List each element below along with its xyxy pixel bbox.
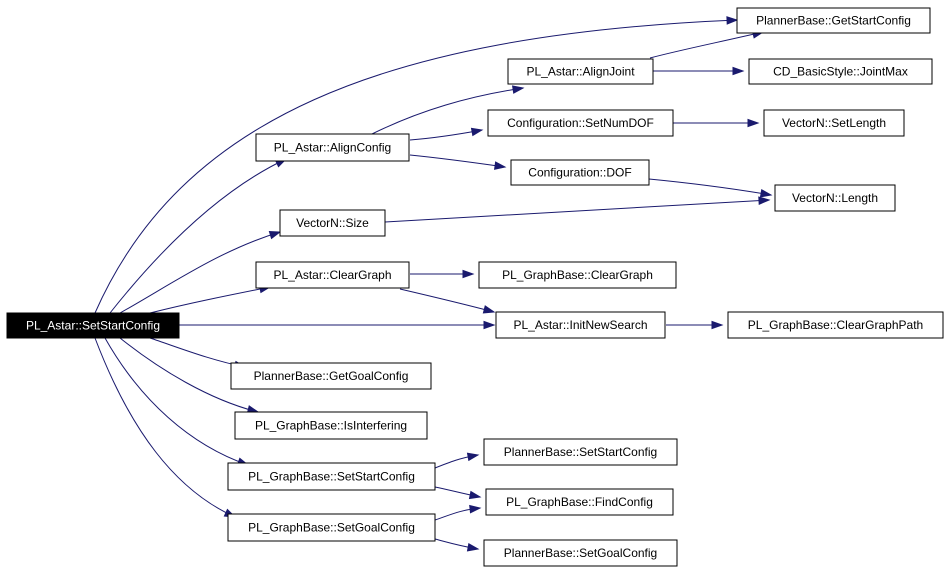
node-getstartconfig[interactable]: PlannerBase::GetStartConfig: [736, 7, 931, 34]
node-alignjoint[interactable]: PL_Astar::AlignJoint: [507, 58, 654, 85]
arrowhead-setstartconfig-initnewsearch: [483, 320, 496, 330]
arrowhead-alignconfig-dof: [494, 161, 507, 170]
node-cleargraph_astar[interactable]: PL_Astar::ClearGraph: [255, 261, 410, 289]
node-label: PlannerBase::SetStartConfig: [504, 445, 657, 459]
edge-setstartconfig-alignconfig: [109, 158, 287, 314]
node-cleargraph_base[interactable]: PL_GraphBase::ClearGraph: [478, 261, 677, 289]
node-label: PL_GraphBase::FindConfig: [506, 495, 653, 509]
arrowhead-gb_setstartconfig-findconfig: [468, 490, 482, 500]
node-label: PL_GraphBase::ClearGraphPath: [748, 318, 923, 332]
node-label: PlannerBase::GetStartConfig: [756, 14, 911, 28]
arrowhead-cleargraph_astar-cleargraph_base: [462, 269, 475, 279]
node-label: VectorN::Length: [792, 191, 878, 205]
arrowhead-alignconfig-setnumdof: [470, 127, 484, 137]
node-pb_setstartconfig[interactable]: PlannerBase::SetStartConfig: [483, 438, 678, 466]
edge-setstartconfig-gb_setgoalconfig: [94, 337, 236, 518]
node-getgoalconfig[interactable]: PlannerBase::GetGoalConfig: [230, 362, 432, 390]
node-label: PL_GraphBase::ClearGraph: [502, 268, 653, 282]
edge-size-length: [384, 199, 770, 223]
arrowhead-alignjoint-jointmax: [732, 66, 745, 76]
node-label: VectorN::Size: [296, 216, 369, 230]
node-label: PL_Astar::AlignConfig: [274, 141, 391, 155]
edge-dof-length: [648, 178, 772, 196]
node-label: CD_BasicStyle::JointMax: [773, 65, 908, 79]
node-length[interactable]: VectorN::Length: [774, 184, 896, 212]
node-gb_setgoalconfig[interactable]: PL_GraphBase::SetGoalConfig: [227, 513, 436, 542]
node-findconfig[interactable]: PL_GraphBase::FindConfig: [485, 488, 674, 516]
node-label: PL_Astar::InitNewSearch: [513, 318, 647, 332]
node-label: Configuration::SetNumDOF: [507, 116, 654, 130]
node-label: PL_Astar::AlignJoint: [526, 65, 635, 79]
node-isinterfering[interactable]: PL_GraphBase::IsInterfering: [234, 411, 428, 440]
node-label: PlannerBase::GetGoalConfig: [254, 369, 409, 383]
node-jointmax[interactable]: CD_BasicStyle::JointMax: [748, 58, 933, 85]
arrowhead-setnumdof-setlength: [747, 118, 760, 128]
edge-setstartconfig-getstartconfig: [94, 19, 738, 314]
edge-alignconfig-setnumdof: [409, 129, 483, 141]
edge-alignjoint-getstartconfig: [649, 31, 764, 59]
node-label: VectorN::SetLength: [782, 116, 886, 130]
arrowhead-cleargraph_astar-initnewsearch: [482, 305, 496, 314]
node-size[interactable]: VectorN::Size: [279, 209, 386, 237]
edge-setstartconfig-size: [119, 231, 281, 314]
arrowhead-initnewsearch-cleargraphpath: [711, 320, 724, 330]
arrowhead-setstartconfig-getstartconfig: [726, 16, 739, 25]
node-label: PL_Astar::SetStartConfig: [26, 319, 160, 333]
arrowhead-setstartconfig-size: [268, 230, 282, 240]
node-label: PL_GraphBase::SetGoalConfig: [248, 521, 415, 535]
arrowhead-gb_setgoalconfig-findconfig: [469, 504, 482, 514]
arrowhead-dof-length: [759, 189, 773, 198]
node-alignconfig[interactable]: PL_Astar::AlignConfig: [255, 133, 410, 162]
arrowhead-alignconfig-alignjoint: [511, 85, 525, 94]
edge-alignconfig-dof: [409, 154, 506, 168]
node-pb_setgoalconfig[interactable]: PlannerBase::SetGoalConfig: [483, 539, 678, 567]
node-setstartconfig[interactable]: PL_Astar::SetStartConfig: [6, 312, 180, 339]
node-gb_setstartconfig[interactable]: PL_GraphBase::SetStartConfig: [227, 462, 436, 491]
edge-alignconfig-alignjoint: [369, 87, 524, 136]
arrowhead-gb_setgoalconfig-pb_setgoalconfig: [466, 543, 480, 552]
node-setnumdof[interactable]: Configuration::SetNumDOF: [487, 109, 674, 137]
node-label: Configuration::DOF: [528, 166, 631, 180]
call-nodes: PL_Astar::SetStartConfig PlannerBase::Ge…: [6, 7, 944, 567]
node-cleargraphpath[interactable]: PL_GraphBase::ClearGraphPath: [727, 311, 944, 339]
arrowhead-gb_setstartconfig-pb_setstartconfig: [466, 452, 480, 462]
edge-setstartconfig-gb_setstartconfig: [104, 337, 249, 466]
arrowhead-size-length: [758, 196, 771, 205]
node-label: PL_GraphBase::IsInterfering: [255, 419, 407, 433]
node-initnewsearch[interactable]: PL_Astar::InitNewSearch: [495, 311, 666, 339]
node-label: PlannerBase::SetGoalConfig: [504, 546, 657, 560]
node-setlength[interactable]: VectorN::SetLength: [763, 109, 905, 137]
node-dof[interactable]: Configuration::DOF: [510, 159, 650, 186]
node-label: PL_GraphBase::SetStartConfig: [248, 470, 415, 484]
edge-setstartconfig-cleargraph_astar: [149, 286, 271, 314]
edge-setstartconfig-isinterfering: [119, 337, 259, 413]
node-label: PL_Astar::ClearGraph: [273, 268, 391, 282]
edge-cleargraph_astar-initnewsearch: [399, 288, 495, 313]
